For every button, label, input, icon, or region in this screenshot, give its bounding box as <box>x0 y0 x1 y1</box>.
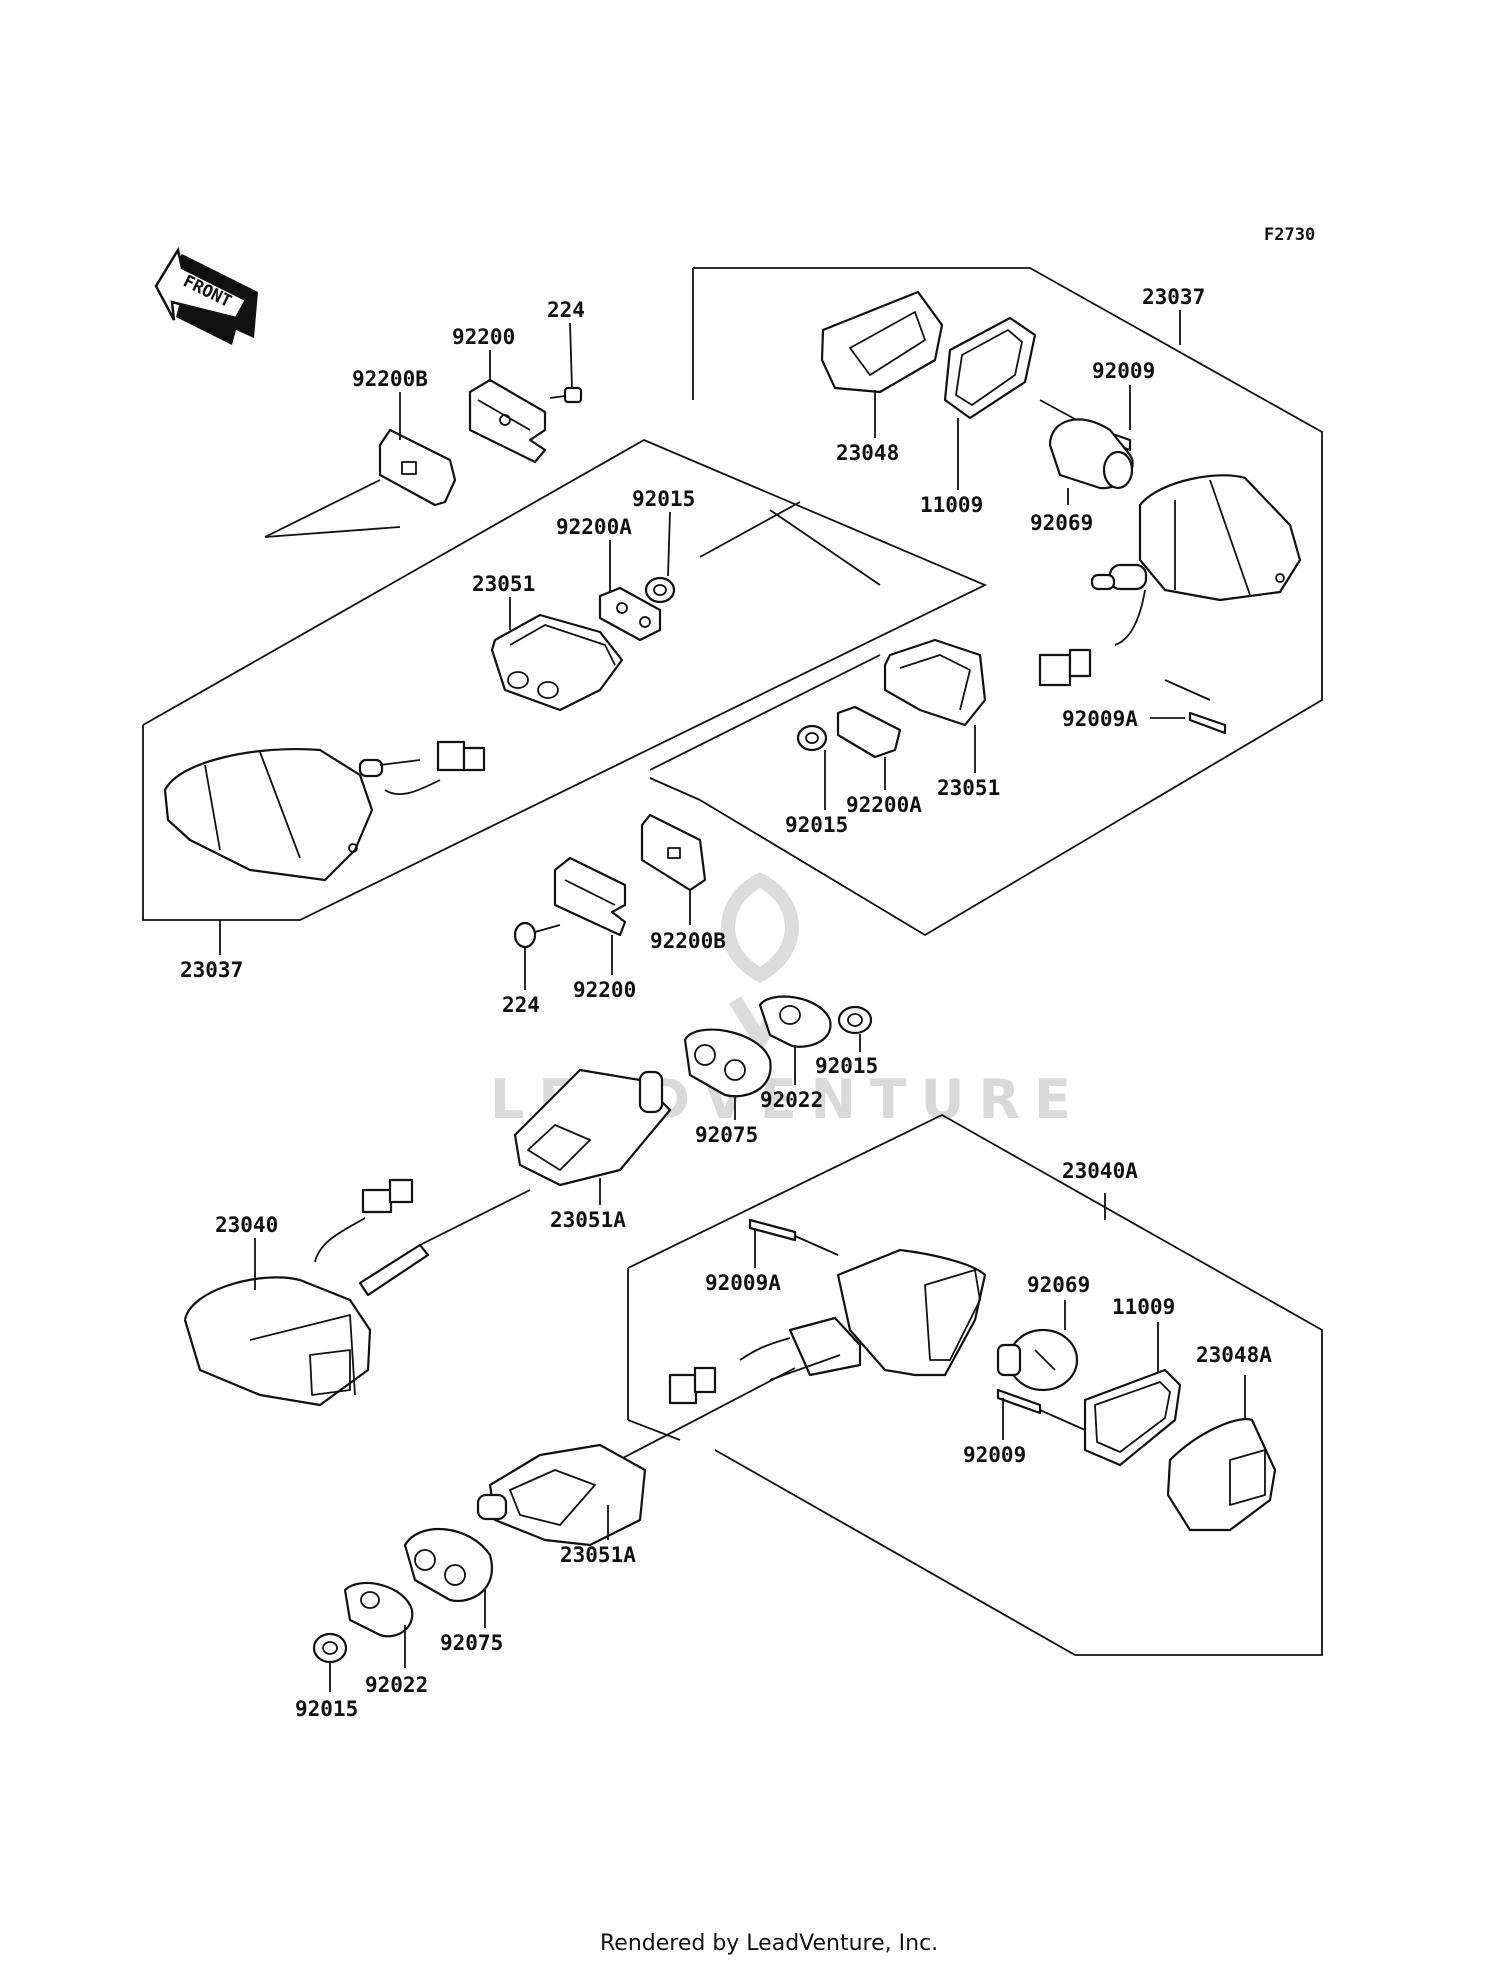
group-box-23040A <box>599 1113 1323 1656</box>
label-23051A-mid: 23051A <box>550 1208 626 1232</box>
label-92200A-right: 92200A <box>846 793 922 817</box>
footer-text: Rendered by LeadVenture, Inc. <box>600 1931 938 1956</box>
diagram-code: F2730 <box>1264 225 1315 245</box>
label-23051-right: 23051 <box>937 776 1000 800</box>
screw-92009-lower <box>996 1388 1086 1431</box>
turn-signal-23040A <box>668 1248 987 1405</box>
screw-92009A-right <box>1188 711 1227 735</box>
label-224-top: 224 <box>547 298 585 322</box>
label-92009A-lower: 92009A <box>705 1271 781 1295</box>
rubber-23051-right <box>883 638 987 727</box>
screw-92009A-lower <box>748 1218 839 1256</box>
label-92009-top: 92009 <box>1092 359 1155 383</box>
lens-23048A <box>1166 1417 1277 1532</box>
label-23051-top: 23051 <box>472 572 535 596</box>
grommet-92075-mid <box>683 1028 772 1098</box>
label-92075-lower: 92075 <box>440 1631 503 1655</box>
gasket-11009-top <box>943 316 1037 420</box>
label-92200B-mid: 92200B <box>650 929 726 953</box>
bracket-92200-top <box>468 378 547 464</box>
label-92069-top: 92069 <box>1030 511 1093 535</box>
lens-23048-top <box>820 290 944 394</box>
label-92015-lower: 92015 <box>295 1697 358 1721</box>
turn-signal-23037-left <box>163 740 486 882</box>
label-92069-lower: 92069 <box>1027 1273 1090 1297</box>
rubber-23051A-mid <box>419 1068 672 1246</box>
nut-92015-lower-mid <box>837 1005 873 1035</box>
bracket-92200-mid <box>553 856 627 937</box>
label-92015-top: 92015 <box>632 487 695 511</box>
grommet-92075-lower <box>403 1527 493 1602</box>
label-23051A-lower: 23051A <box>560 1543 636 1567</box>
part-labels: 224 92200 92200B 92015 92200A 23051 2303… <box>180 285 1272 1721</box>
label-23037-left: 23037 <box>180 958 243 982</box>
plate-92200A-left <box>598 586 662 642</box>
rubber-23051A-lower <box>476 1443 647 1547</box>
turn-signal-23040 <box>183 1178 430 1407</box>
label-92009-lower: 92009 <box>963 1443 1026 1467</box>
plate-92200B-top <box>378 428 457 507</box>
nut-92015-lower <box>312 1632 348 1664</box>
label-11009-lower: 11009 <box>1112 1295 1175 1319</box>
plate-92200B-mid <box>640 813 707 892</box>
nut-92015-left <box>644 576 676 604</box>
label-92200A-top: 92200A <box>556 515 632 539</box>
label-92015-lower-mid: 92015 <box>815 1054 878 1078</box>
label-92022-mid: 92022 <box>760 1088 823 1112</box>
label-23048: 23048 <box>836 441 899 465</box>
screw-224-mid <box>513 921 561 949</box>
label-23037-right: 23037 <box>1142 285 1205 309</box>
bulb-92069-lower <box>996 1328 1079 1392</box>
plate-92200A-right <box>836 705 902 759</box>
label-92200B-top: 92200B <box>352 367 428 391</box>
nut-92015-mid <box>796 724 828 752</box>
gasket-11009-lower <box>1083 1368 1182 1467</box>
label-92015-mid: 92015 <box>785 813 848 837</box>
label-11009-top: 11009 <box>920 493 983 517</box>
bulb-92069-top <box>1048 418 1134 490</box>
washer-92022-lower <box>343 1581 414 1638</box>
turn-signal-23037-right <box>1038 474 1302 687</box>
group-box-23037-left <box>142 438 988 921</box>
label-92200-mid: 92200 <box>573 978 636 1002</box>
label-224-mid: 224 <box>502 993 540 1017</box>
label-23048A: 23048A <box>1196 1343 1272 1367</box>
label-92022-lower: 92022 <box>365 1673 428 1697</box>
label-23040: 23040 <box>215 1213 278 1237</box>
label-92075-mid: 92075 <box>695 1123 758 1147</box>
washer-92022-mid <box>758 995 832 1048</box>
rubber-23051-left <box>490 613 624 712</box>
leader-lines <box>219 310 1246 1692</box>
label-92200-top: 92200 <box>452 325 515 349</box>
label-92009A-right: 92009A <box>1062 707 1138 731</box>
label-23040A: 23040A <box>1062 1159 1138 1183</box>
screw-224-top <box>549 386 583 404</box>
front-arrow-icon: FRONT <box>154 246 258 345</box>
group-box-23037-right <box>649 267 1323 937</box>
